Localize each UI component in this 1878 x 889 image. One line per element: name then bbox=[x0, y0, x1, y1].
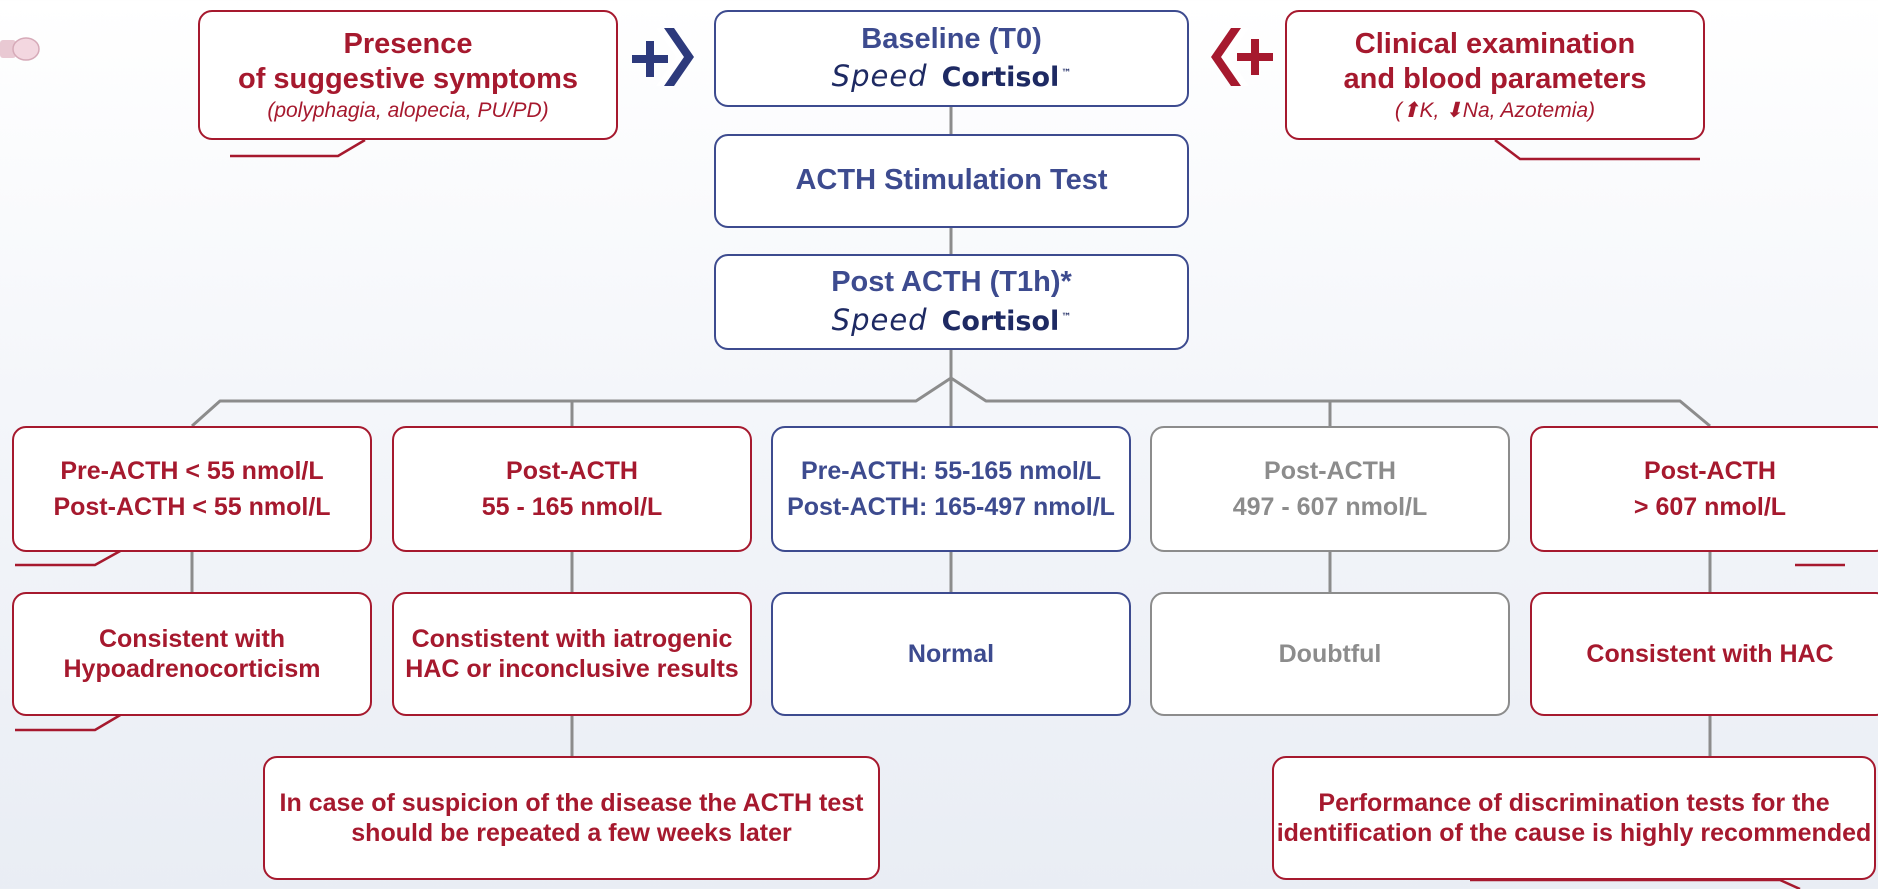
brand-speed: Speed bbox=[831, 302, 928, 337]
range-line1: Post-ACTH bbox=[1264, 456, 1396, 485]
note-line2: should be repeated a few weeks later bbox=[351, 819, 792, 847]
range-line1: Post-ACTH bbox=[506, 456, 638, 485]
syringe-decoration-icon bbox=[0, 37, 40, 61]
range-box-hac: Post-ACTH > 607 nmol/L bbox=[1530, 426, 1878, 552]
clinical-box: Clinical examination and blood parameter… bbox=[1285, 10, 1705, 140]
range-box-iatrogenic: Post-ACTH 55 - 165 nmol/L bbox=[392, 426, 752, 552]
symptoms-title-line1: Presence bbox=[343, 27, 473, 60]
range-line2: Post-ACTH < 55 nmol/L bbox=[53, 493, 331, 521]
brand-speed: Speed bbox=[831, 59, 928, 94]
outcome-line2: Hypoadrenocorticism bbox=[63, 655, 321, 683]
repeat-test-note: In case of suspicion of the disease the … bbox=[263, 756, 880, 880]
clinical-title-line1: Clinical examination bbox=[1354, 27, 1636, 60]
symptoms-title-line2: of suggestive symptoms bbox=[237, 63, 579, 96]
symptoms-box: Presence of suggestive symptoms (polypha… bbox=[198, 10, 618, 140]
range-line2: > 607 nmol/L bbox=[1633, 493, 1787, 521]
range-line2: 497 - 607 nmol/L bbox=[1232, 493, 1428, 521]
outcome-box-hac: Consistent with HAC bbox=[1530, 592, 1878, 716]
clinical-note: (⬆K, ⬇Na, Azotemia) bbox=[1394, 98, 1596, 122]
outcome-line1: Doubtful bbox=[1278, 639, 1382, 668]
note-line1: In case of suspicion of the disease the … bbox=[279, 788, 864, 817]
discrimination-tests-note: Performance of discrimination tests for … bbox=[1272, 756, 1876, 880]
brand-cortisol-text: Cortisol bbox=[941, 305, 1060, 337]
outcome-line1: Constistent with iatrogenic bbox=[411, 624, 733, 653]
outcome-box-iatrogenic: Constistent with iatrogenic HAC or incon… bbox=[392, 592, 752, 716]
range-box-hypo: Pre-ACTH < 55 nmol/L Post-ACTH < 55 nmol… bbox=[12, 426, 372, 552]
symptoms-note: (polyphagia, alopecia, PU/PD) bbox=[267, 98, 549, 122]
outcome-line1: Consistent with HAC bbox=[1586, 639, 1834, 668]
note-line2: identification of the cause is highly re… bbox=[1276, 819, 1872, 847]
range-line2: 55 - 165 nmol/L bbox=[481, 493, 663, 521]
range-line2: Post-ACTH: 165-497 nmol/L bbox=[787, 493, 1115, 521]
range-box-doubtful: Post-ACTH 497 - 607 nmol/L bbox=[1150, 426, 1510, 552]
acth-test-title: ACTH Stimulation Test bbox=[795, 164, 1108, 197]
chevron-left-plus-icon bbox=[1211, 28, 1273, 86]
post-acth-title: Post ACTH (T1h)* bbox=[831, 266, 1072, 299]
baseline-title: Baseline (T0) bbox=[861, 22, 1042, 55]
range-box-normal: Pre-ACTH: 55-165 nmol/L Post-ACTH: 165-4… bbox=[771, 426, 1131, 552]
range-line1: Post-ACTH bbox=[1644, 456, 1776, 485]
outcome-box-doubtful: Doubtful bbox=[1150, 592, 1510, 716]
outcome-box-hypo: Consistent with Hypoadrenocorticism bbox=[12, 592, 372, 716]
range-line1: Pre-ACTH < 55 nmol/L bbox=[60, 456, 324, 485]
range-line1: Pre-ACTH: 55-165 nmol/L bbox=[800, 456, 1102, 485]
plus-chevron-right-icon bbox=[632, 28, 694, 86]
outcome-line1: Normal bbox=[907, 639, 995, 668]
brand-cortisol-text: Cortisol bbox=[941, 62, 1060, 94]
outcome-box-normal: Normal bbox=[771, 592, 1131, 716]
trademark-symbol: ™ bbox=[1061, 311, 1072, 323]
trademark-symbol: ™ bbox=[1061, 68, 1072, 80]
note-line1: Performance of discrimination tests for … bbox=[1318, 788, 1830, 817]
outcome-line2: HAC or inconclusive results bbox=[405, 655, 739, 683]
clinical-title-line2: and blood parameters bbox=[1343, 63, 1647, 96]
outcome-line1: Consistent with bbox=[98, 624, 286, 653]
acth-test-box: ACTH Stimulation Test bbox=[714, 134, 1189, 228]
